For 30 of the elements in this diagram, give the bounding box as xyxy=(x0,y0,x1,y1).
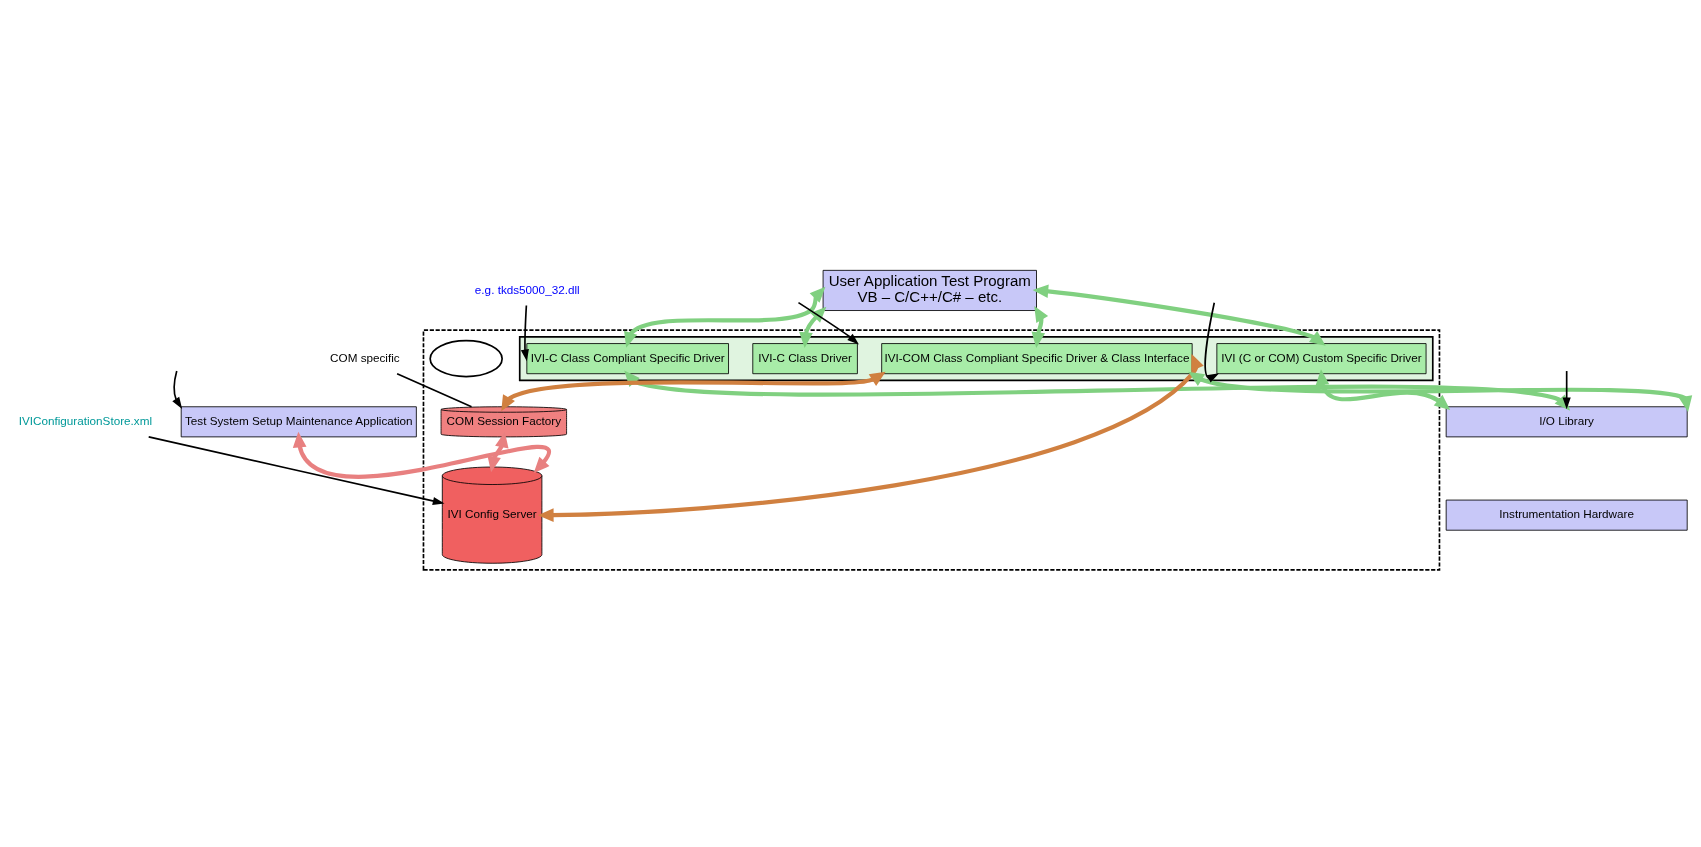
arrow xyxy=(537,353,1204,522)
node-text: IVIConfigurationStore.xml xyxy=(18,413,153,427)
node-box: User Application Test Program VB – C/C++/C# – etc. xyxy=(822,269,1037,311)
node-box: Instrumentation Hardware xyxy=(1445,499,1688,531)
node-ellipse xyxy=(429,339,503,378)
connector xyxy=(396,372,473,408)
arrow xyxy=(292,431,551,479)
node-box: IVI-COM Class Compliant Specific Driver & Class Interface xyxy=(881,343,1193,375)
node-box: IVI-C Class Compliant Specific Driver xyxy=(526,343,729,375)
arrow xyxy=(1554,370,1571,411)
arrow xyxy=(624,370,1571,411)
arrow xyxy=(501,371,886,412)
arrow xyxy=(797,301,859,345)
node-box: IVI (C or COM) Custom Specific Driver xyxy=(1216,343,1427,375)
node-text: e.g. tkds5000_32.dll xyxy=(474,282,580,296)
arrow xyxy=(147,436,445,505)
arrow xyxy=(1204,301,1220,383)
node-box: IVI-C Class Driver xyxy=(752,343,858,375)
node-box: I/O Library xyxy=(1445,406,1688,438)
arrow xyxy=(1188,371,1693,412)
node-box: Test System Setup Maintenance Application xyxy=(180,406,417,438)
arrow xyxy=(1315,369,1451,411)
arrow xyxy=(799,306,827,348)
arrow xyxy=(172,370,183,409)
arrow xyxy=(1031,306,1049,348)
node-text: COM specific xyxy=(330,350,400,364)
arrow xyxy=(624,286,826,348)
arrow xyxy=(1032,284,1326,346)
arrow xyxy=(520,304,529,362)
arrow xyxy=(487,431,509,473)
